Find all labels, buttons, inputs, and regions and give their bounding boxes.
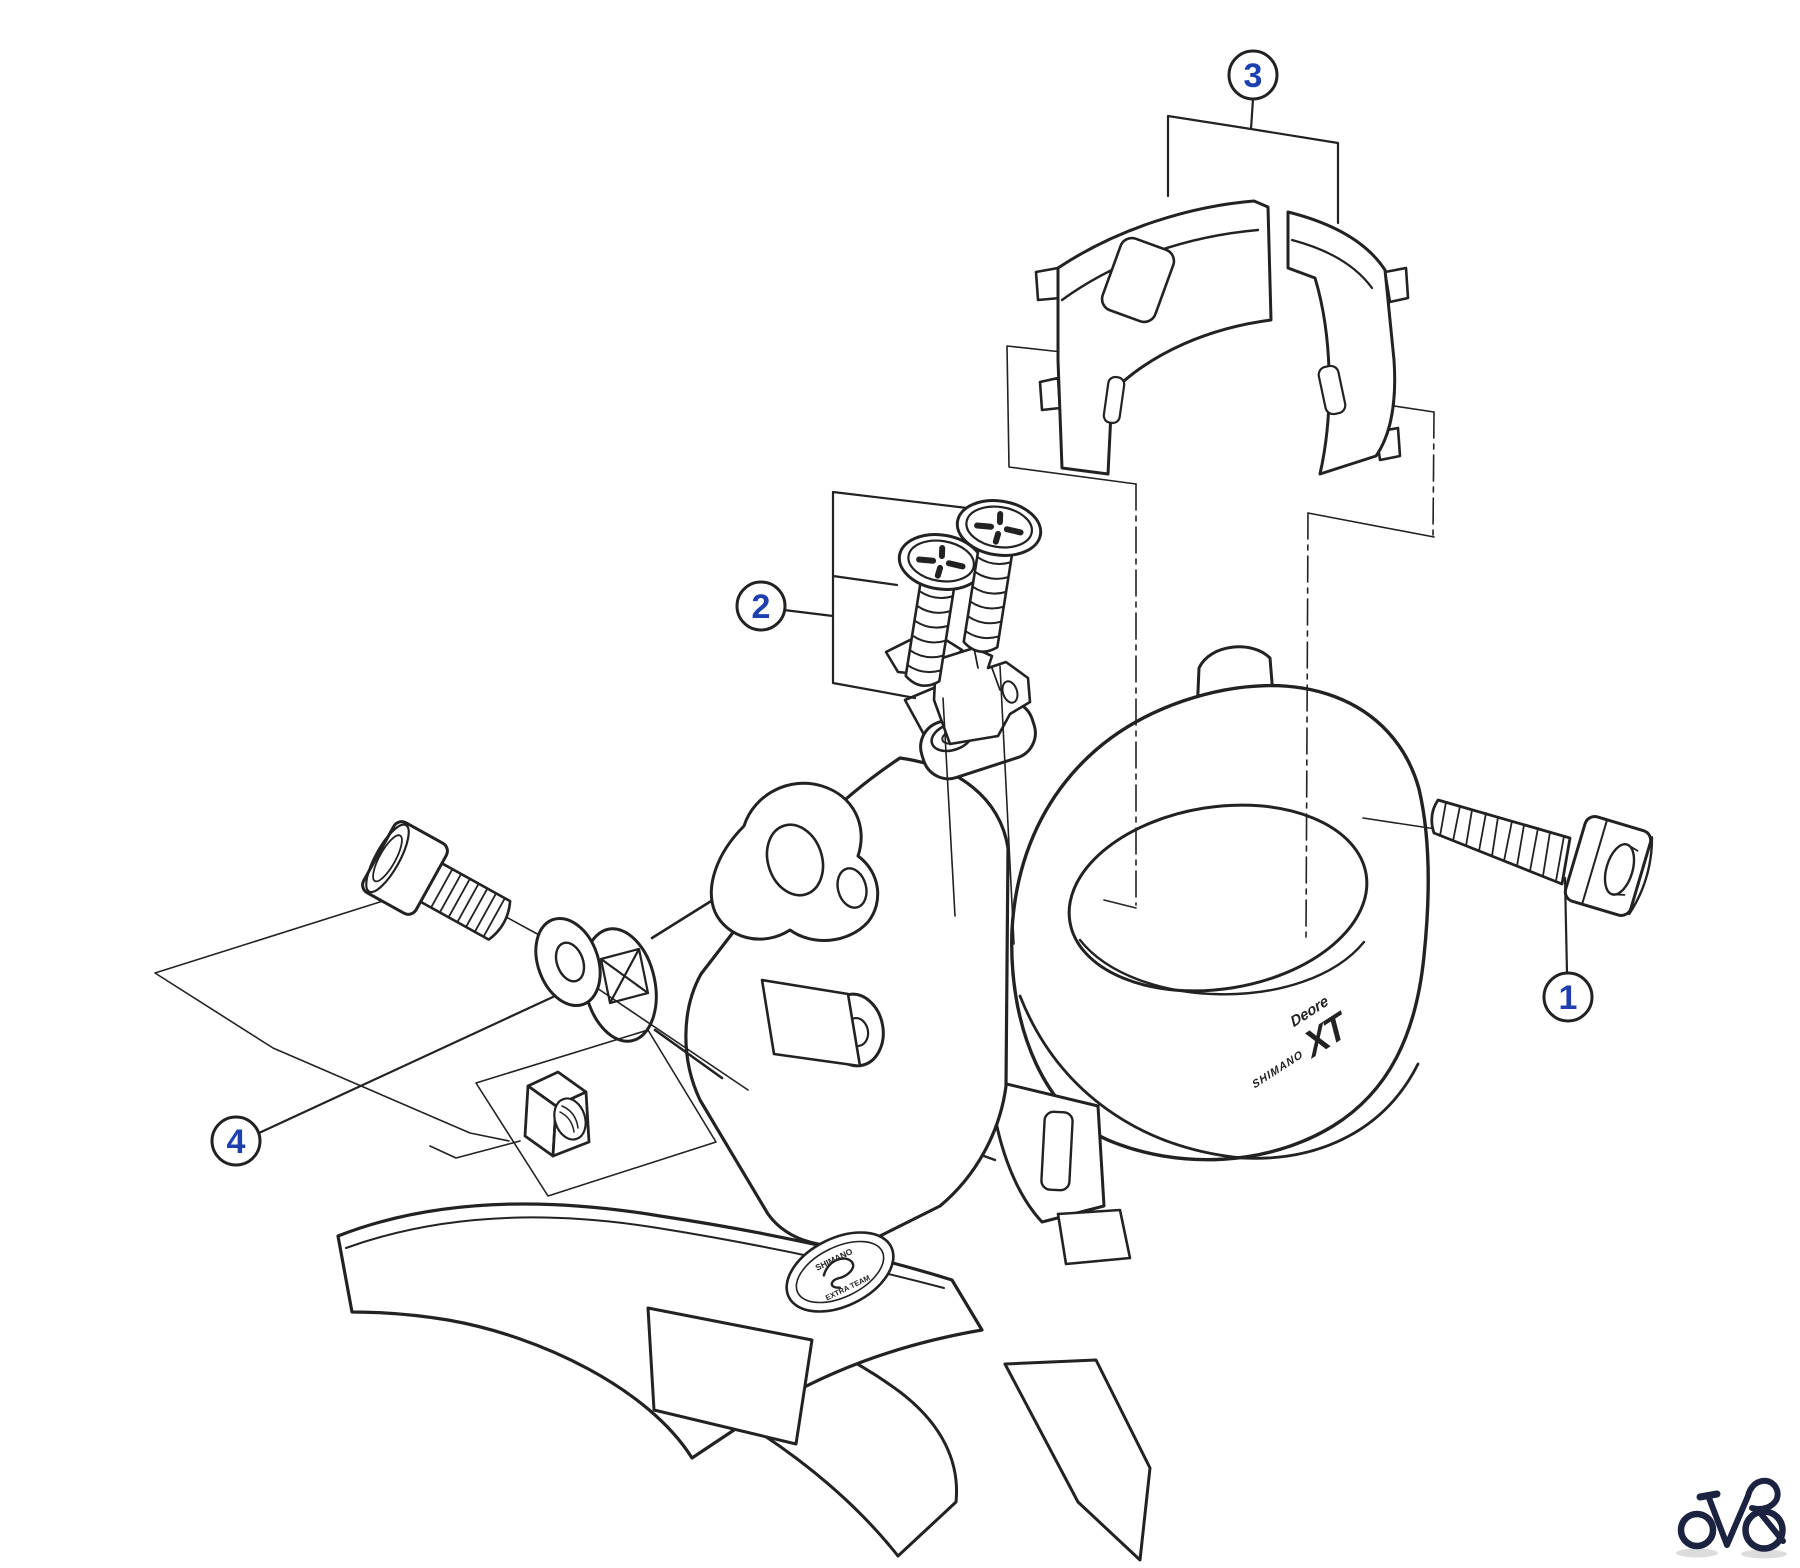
bore-seat-arc [1078, 938, 1366, 996]
chain-guide-cage [336, 1202, 1152, 1562]
cage-tail-fin [1003, 1358, 1152, 1562]
band-centerline-right [1305, 411, 1435, 941]
link-hole [765, 823, 825, 897]
callout-number: 1 [1559, 979, 1578, 1017]
boss-arms [650, 896, 724, 1080]
boss-square-hole [599, 947, 650, 1005]
cage-bolt [361, 820, 512, 941]
nut-panel [475, 1029, 717, 1197]
cable-fixing-screw-b [955, 499, 1043, 653]
pivot-pin [836, 867, 868, 909]
callout-number: 4 [227, 1123, 246, 1161]
washer-hole [554, 941, 586, 983]
band-lower-edge [1018, 994, 1420, 1160]
clamp-bolt [1430, 798, 1654, 917]
right-band-half [1286, 210, 1410, 476]
shimano-badge: SHIMANO EXTRA TEAM [785, 1231, 895, 1313]
derailleur-clamp-ring [968, 645, 1431, 1224]
cable-fixing-plate [919, 646, 1037, 781]
cable-fixing-screw-a [897, 533, 985, 687]
callout-circle [1542, 971, 1594, 1023]
clamp-ring-bore [1067, 803, 1369, 993]
callout-4: 4 [210, 1115, 262, 1167]
hardware-panel [154, 900, 510, 1142]
hex-nut [523, 1070, 591, 1158]
clamp-bolt-axis [1362, 817, 1437, 830]
phillips-cross-icon [974, 511, 1024, 545]
callout-3: 3 [1227, 49, 1279, 101]
cage-bridge [1056, 1208, 1132, 1266]
clamp-band-adapter [1034, 199, 1410, 476]
callout-2: 2 [735, 580, 787, 632]
phillips-cross-icon [916, 545, 966, 579]
cage-cutout [646, 1306, 814, 1446]
callout-circle [1227, 49, 1279, 101]
callout4-leader [257, 988, 570, 1135]
screw-axis-lines [942, 665, 1015, 945]
callout3-bracket [1166, 97, 1340, 225]
derailleur-linkage [582, 628, 1037, 1248]
callout-circle [735, 580, 787, 632]
band-position-panel-left [1006, 345, 1137, 485]
callout-number: 2 [752, 588, 771, 626]
link-plate [760, 978, 862, 1068]
left-band-half [1034, 199, 1273, 476]
callout2-bracket [782, 490, 969, 700]
callout-1: 1 [1542, 971, 1594, 1023]
bicycle-logo-icon [1676, 1478, 1787, 1559]
lug-slot [1040, 1110, 1074, 1192]
centerline-tick [1103, 899, 1137, 909]
nut-leader [429, 1140, 521, 1159]
cage-bolt-washer-nut-set [361, 820, 602, 1158]
callout-number: 3 [1244, 57, 1263, 95]
callout-circle [210, 1115, 262, 1167]
badge-s-swirl-icon [822, 1257, 855, 1289]
bolt-threads [1439, 801, 1565, 882]
